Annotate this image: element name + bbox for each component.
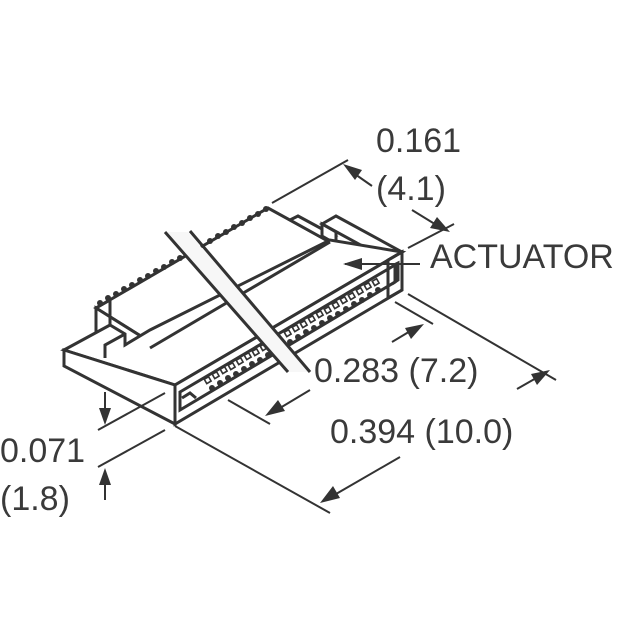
height-inch-label: 0.071 bbox=[0, 432, 85, 470]
overall-ext-line-left bbox=[174, 425, 331, 514]
base-left-face bbox=[62, 347, 177, 427]
rear-contact-teeth bbox=[97, 206, 269, 306]
depth-arrowhead-2 bbox=[430, 217, 450, 232]
depth-arrowhead-1 bbox=[343, 164, 362, 180]
overall-arrowhead-left bbox=[320, 486, 340, 503]
actuator-label: ACTUATOR bbox=[430, 238, 614, 276]
connector-body bbox=[60, 206, 407, 427]
inner-ext-line-right bbox=[394, 301, 434, 325]
ledge-notch bbox=[103, 332, 126, 358]
inner-arrowhead-left bbox=[265, 400, 285, 416]
height-ext-line-top bbox=[97, 392, 166, 431]
slot-inner-left bbox=[181, 391, 197, 400]
inner-ext-line-left bbox=[227, 399, 271, 425]
height-arrowhead-bottom bbox=[99, 468, 111, 485]
front-contact-pins bbox=[203, 277, 381, 391]
break-band bbox=[165, 232, 310, 372]
break-line-left bbox=[163, 231, 290, 373]
overall-arrowhead-right bbox=[531, 370, 550, 385]
inner-arrowhead-right bbox=[405, 324, 424, 339]
right-end-frame bbox=[386, 249, 404, 301]
overall-arrow-shaft-left bbox=[335, 456, 401, 495]
actuator-arrowhead bbox=[343, 258, 362, 270]
inner-length-label: 0.283 (7.2) bbox=[314, 352, 478, 390]
break-line-right bbox=[188, 230, 312, 373]
depth-inch-label: 0.161 bbox=[376, 122, 461, 160]
dimension-lines bbox=[97, 159, 557, 514]
inner-arrow-shaft-left bbox=[279, 389, 311, 409]
height-mm-label: (1.8) bbox=[0, 480, 70, 518]
depth-mm-label: (4.1) bbox=[376, 170, 446, 208]
dimension-labels: 0.161 (4.1) ACTUATOR 0.283 (7.2) 0.394 (… bbox=[0, 122, 614, 518]
depth-ext-line-rear bbox=[271, 159, 349, 204]
height-arrowhead-top bbox=[99, 408, 111, 425]
overall-length-label: 0.394 (10.0) bbox=[330, 413, 513, 451]
overall-ext-line-right bbox=[407, 293, 557, 381]
height-ext-line-bottom bbox=[97, 429, 166, 468]
